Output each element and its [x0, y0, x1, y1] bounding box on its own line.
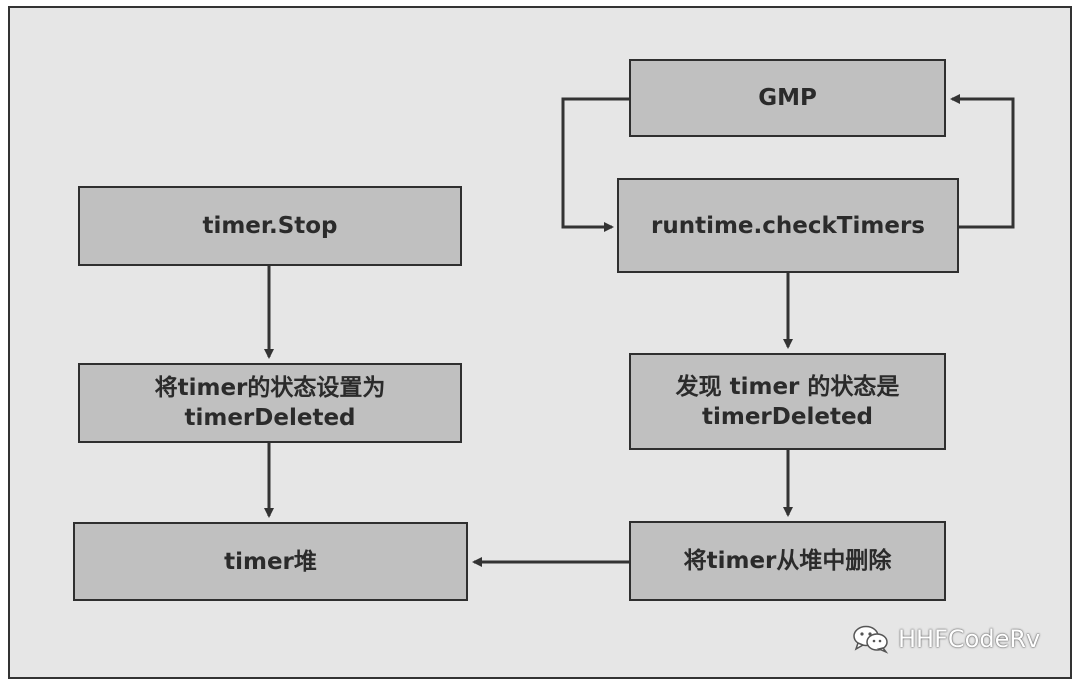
- set-state-label-line2: timerDeleted: [184, 405, 356, 431]
- watermark: HHFCodeRv: [852, 624, 1040, 654]
- timer-heap-node: timer堆: [73, 522, 468, 601]
- found-state-label-line1: 发现 timer 的状态是: [675, 373, 900, 400]
- arrow-checktimers-to-gmp: [950, 94, 1015, 229]
- timer-stop-node: timer.Stop: [78, 186, 462, 266]
- found-state-label-line2: timerDeleted: [701, 403, 874, 430]
- check-timers-label: runtime.checkTimers: [651, 212, 925, 239]
- found-state-node: 发现 timer 的状态是 timerDeleted: [629, 353, 946, 450]
- remove-from-heap-node: 将timer从堆中删除: [629, 521, 946, 601]
- arrow-gmp-to-checktimers: [561, 97, 630, 232]
- timer-stop-label: timer.Stop: [202, 213, 338, 239]
- remove-from-heap-label: 将timer从堆中删除: [683, 548, 892, 574]
- watermark-text: HHFCodeRv: [898, 625, 1041, 653]
- gmp-node: GMP: [629, 59, 946, 137]
- check-timers-node: runtime.checkTimers: [617, 178, 959, 273]
- gmp-label: GMP: [758, 85, 817, 111]
- timer-heap-label: timer堆: [224, 548, 317, 575]
- wechat-icon: [853, 625, 889, 654]
- set-state-label-line1: 将timer的状态设置为: [154, 375, 386, 401]
- set-state-node: 将timer的状态设置为 timerDeleted: [78, 363, 462, 443]
